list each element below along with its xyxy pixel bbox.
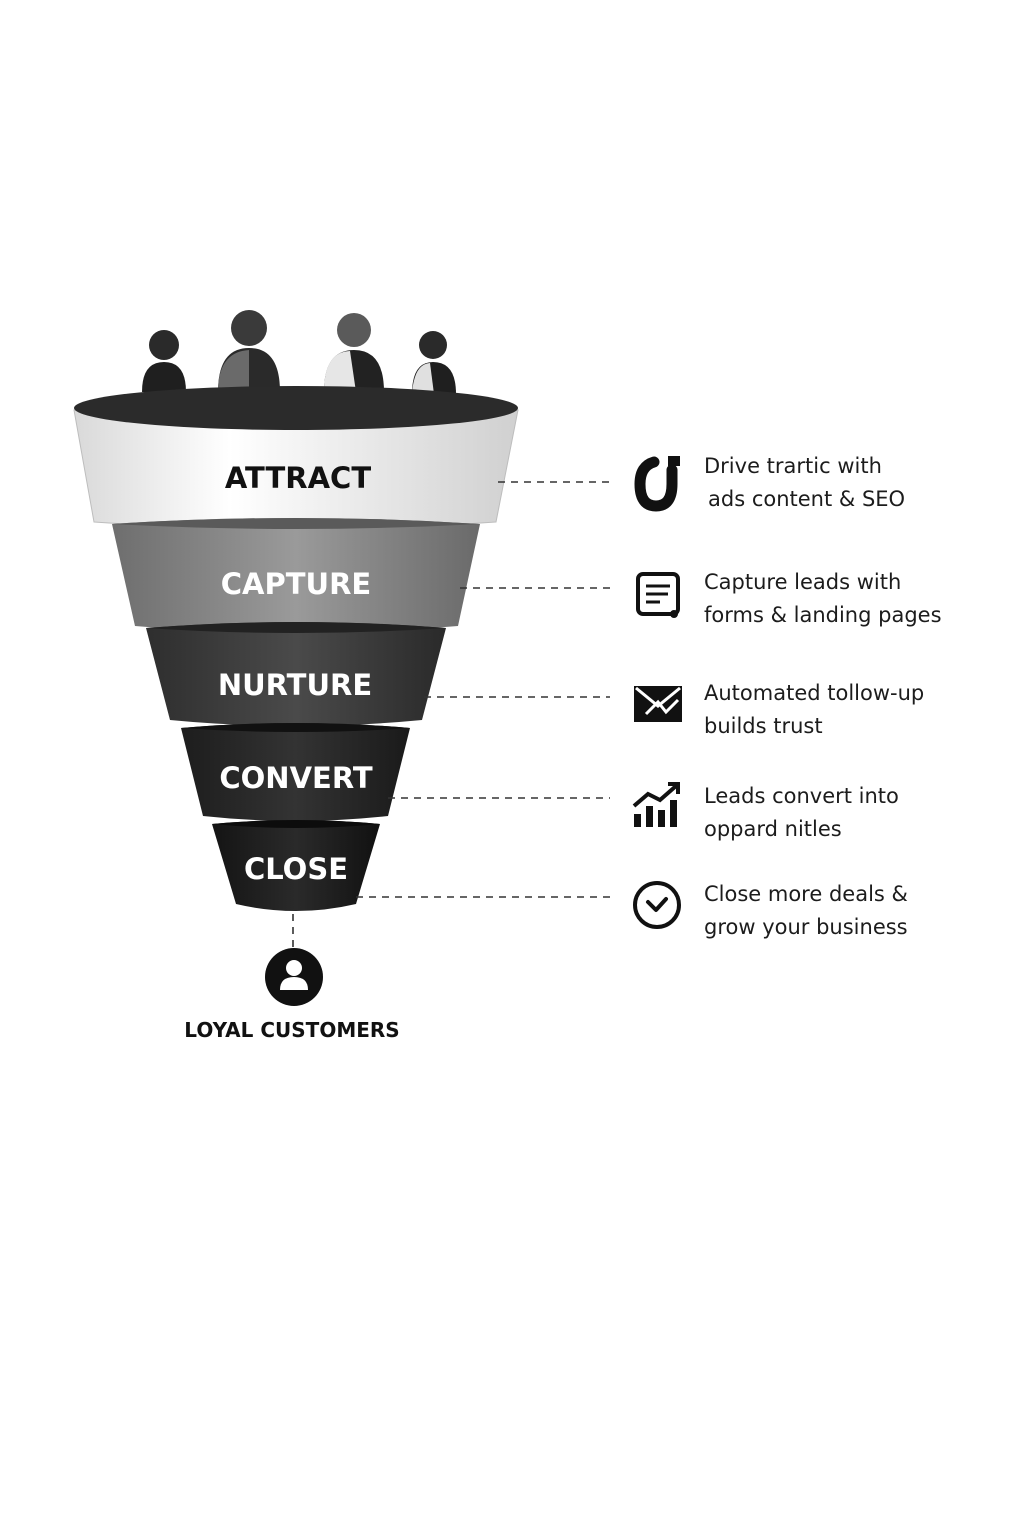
person-icon [218, 310, 280, 392]
description-close: Close more deals & grow your business [704, 878, 1004, 944]
stage-label-nurture: NURTURE [218, 668, 372, 702]
stage-capture: CAPTURE [112, 518, 480, 633]
loyal-customers-label: LOYAL CUSTOMERS [184, 1018, 400, 1042]
connector-lines [292, 481, 610, 952]
description-line: ads content & SEO [708, 487, 906, 511]
stage-convert: CONVERT [181, 723, 410, 821]
stage-label-convert: CONVERT [219, 761, 372, 795]
stage-nurture: NURTURE [146, 622, 446, 726]
person-icon [324, 313, 384, 392]
form-icon [636, 572, 680, 618]
description-nurture: Automated tollow-up builds trust [704, 677, 1004, 743]
envelope-icon [634, 686, 682, 722]
description-line: oppard nitles [704, 817, 842, 841]
stage-label-close: CLOSE [244, 852, 348, 886]
magnet-icon [634, 456, 680, 512]
person-icon [142, 330, 186, 392]
description-attract: Drive trartic with ads content & SEO [704, 450, 1004, 516]
description-line: Automated tollow-up [704, 681, 925, 705]
person-icon [412, 331, 456, 394]
description-convert: Leads convert into oppard nitles [704, 780, 1004, 846]
description-line: forms & landing pages [704, 603, 942, 627]
stage-attract: ATTRACT [73, 386, 519, 530]
description-line: builds trust [704, 714, 823, 738]
description-line: Drive trartic with [704, 454, 882, 478]
description-line: Leads convert into [704, 784, 899, 808]
description-line: Capture leads with [704, 570, 902, 594]
stage-label-capture: CAPTURE [221, 567, 371, 601]
stage-close: CLOSE [212, 820, 380, 911]
description-line: Close more deals & [704, 882, 908, 906]
customer-icon [265, 948, 323, 1006]
check-circle-icon [633, 881, 681, 929]
description-capture: Capture leads with forms & landing pages [704, 566, 1004, 632]
people-group-icon [142, 310, 456, 394]
description-line: grow your business [704, 915, 908, 939]
funnel-rim [74, 386, 518, 430]
stage-label-attract: ATTRACT [225, 461, 371, 495]
growth-chart-icon [632, 782, 680, 827]
